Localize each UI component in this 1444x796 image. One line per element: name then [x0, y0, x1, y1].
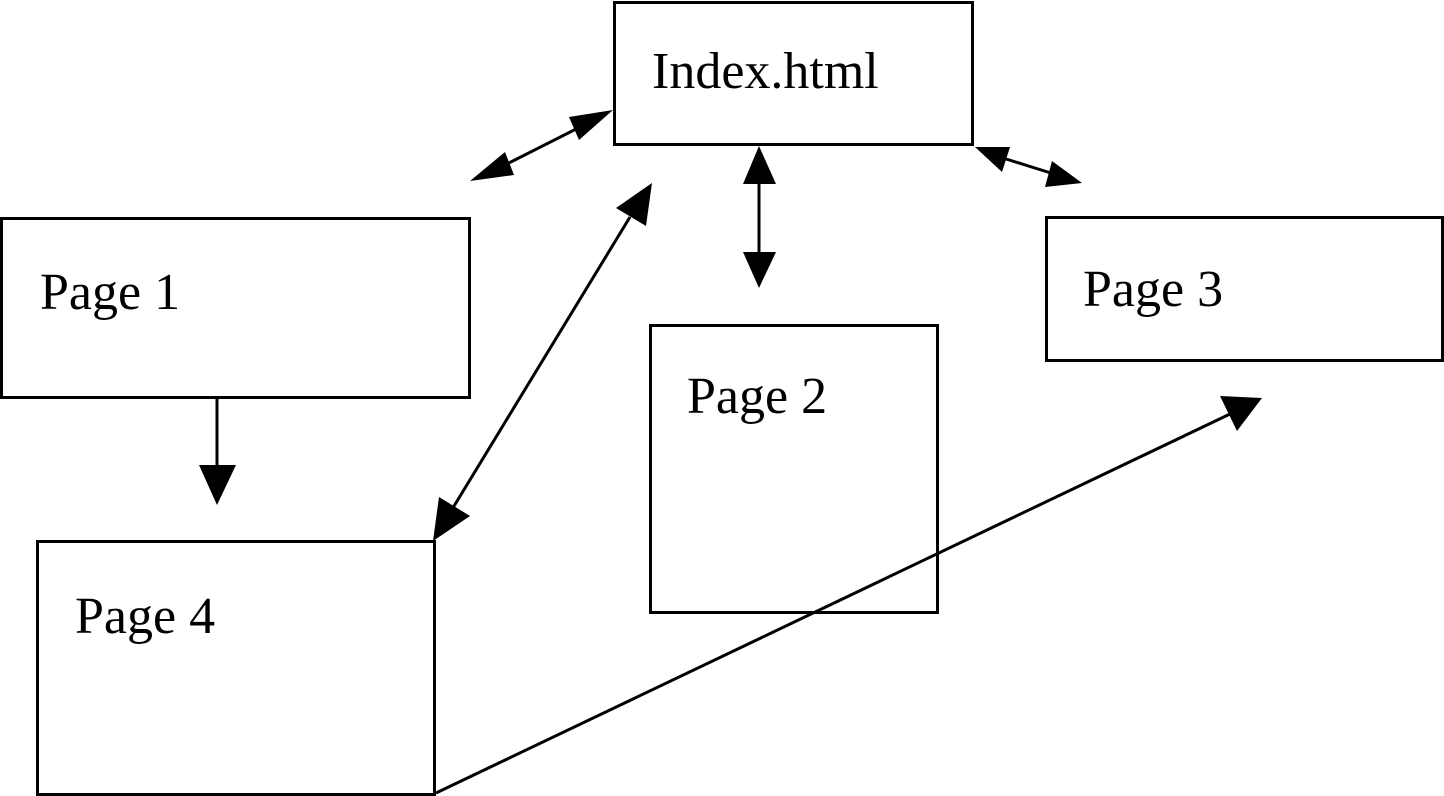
page-1-label: Page 1 — [40, 264, 181, 321]
page-4-label: Page 4 — [75, 588, 216, 645]
index-html-label: Index.html — [652, 43, 879, 100]
page-4-box: Page 4 — [36, 540, 436, 796]
arrowhead-page1-end — [470, 152, 514, 181]
page-1-box: Page 1 — [0, 217, 471, 399]
arrowhead-index-end — [975, 147, 1010, 172]
edge-index-page4 — [433, 183, 652, 541]
page-3-label: Page 3 — [1083, 261, 1224, 318]
index-html-box: Index.html — [613, 1, 974, 146]
edge-index-page1 — [470, 110, 613, 181]
page-2-label: Page 2 — [687, 368, 828, 425]
arrowhead-page3-end — [1220, 396, 1262, 431]
arrowhead-page2-end — [743, 252, 776, 288]
edge-page4-page3 — [435, 396, 1262, 795]
edge-index-page3 — [975, 147, 1082, 187]
edge-page1-page4 — [199, 399, 236, 505]
arrowhead-page3-end — [1045, 161, 1082, 187]
arrowhead-index-end — [743, 146, 776, 184]
page-2-box: Page 2 — [649, 324, 939, 614]
arrowhead-page4-end — [199, 465, 236, 505]
edge-index-page2 — [743, 146, 776, 288]
arrowhead-index-end — [616, 183, 652, 226]
arrowhead-page4-end — [433, 497, 470, 541]
arrowhead-index-end — [569, 110, 613, 140]
page-3-box: Page 3 — [1045, 216, 1444, 362]
